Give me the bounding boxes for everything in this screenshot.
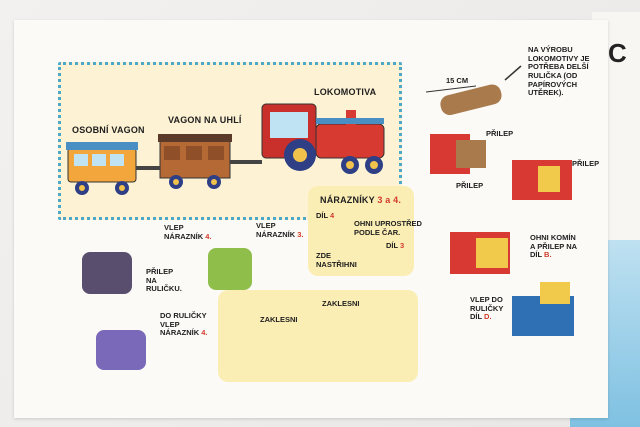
glue-to-roll-text: PŘILEP NA RULIČKU. [146,267,182,294]
passenger-wagon-label: OSOBNÍ VAGON [72,125,145,135]
roll-illustration [425,65,522,116]
wagon-build-illustrations [82,248,252,370]
insert-d-instruction: VLEP DO RULIČKY DÍL D. [470,295,504,322]
clip-label-b: ZAKLESNI [260,315,298,324]
bumper-part-4-label: DÍL 4 [316,211,335,220]
prilep-label-a: PŘILEP [486,129,514,138]
edge-letter: C [608,38,627,68]
cut-instruction: ZDE NASTŘIHNI [316,251,357,269]
insert-bumper-3-text: VLEP NÁRAZNÍK 3. [256,221,304,239]
prilep-label-c: PŘILEP [572,159,600,168]
prilep-label-b: PŘILEP [456,181,484,190]
roll-instruction-text: NA VÝROBU LOKOMOTIVY JE POTŘEBA DELŠÍ RU… [528,45,590,98]
bumpers-title: NÁRAZNÍKY 3 a 4. [320,195,402,205]
clip-label-a: ZAKLESNI [322,299,360,308]
coal-wagon-label: VAGON NA UHLÍ [168,115,242,125]
passenger-wagon-illustration [66,142,138,195]
roll-length-label: 15 CM [446,76,469,85]
bumpers-panel [308,186,414,276]
locomotive-label: LOKOMOTIVA [314,87,377,97]
locomotive-illustration [136,103,385,174]
chimney-instruction: OHNI KOMÍN A PŘILEP NA DÍL B. [530,233,578,260]
step-pieces-right [430,134,574,336]
assembly-panel [218,290,418,382]
bumper-part-3-label: DÍL 3 [386,241,405,250]
coal-wagon-illustration [158,134,232,189]
insert-into-roll-text: DO RULIČKY VLEP NÁRAZNÍK 4. [160,311,208,338]
insert-bumper-4-text: VLEP NÁRAZNÍK 4. [164,223,212,241]
bend-instruction: OHNI UPROSTŘED PODLE ČAR. [354,219,422,237]
